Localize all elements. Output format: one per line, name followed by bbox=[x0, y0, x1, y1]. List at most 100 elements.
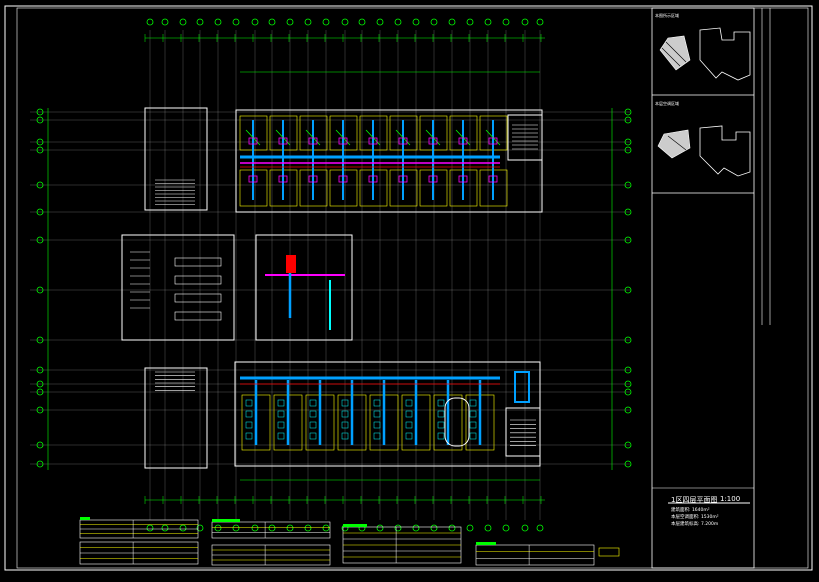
table-heading bbox=[476, 542, 496, 545]
north-stair-core bbox=[144, 107, 208, 211]
seat bbox=[405, 421, 413, 429]
axis-bubble bbox=[624, 236, 632, 244]
seat bbox=[437, 410, 445, 418]
axis-bubble bbox=[521, 18, 529, 26]
fan-coil bbox=[338, 137, 348, 145]
seat bbox=[469, 399, 477, 407]
axis-bubble bbox=[251, 524, 259, 532]
axis-bubble bbox=[624, 441, 632, 449]
fan-coil bbox=[308, 137, 318, 145]
axis-bubble bbox=[232, 18, 240, 26]
riser bbox=[514, 371, 530, 403]
axis-bubble bbox=[448, 524, 456, 532]
fan-coil bbox=[488, 137, 498, 145]
seat bbox=[245, 410, 253, 418]
axis-bubble bbox=[36, 441, 44, 449]
axis-bubble bbox=[304, 524, 312, 532]
conference-table bbox=[444, 397, 470, 447]
axis-bubble bbox=[624, 460, 632, 468]
diffuser bbox=[365, 129, 381, 146]
seat bbox=[373, 410, 381, 418]
axis-bubble bbox=[394, 18, 402, 26]
axis-bubble bbox=[161, 18, 169, 26]
axis-bubble bbox=[624, 380, 632, 388]
drawing-frame bbox=[4, 5, 813, 571]
seat bbox=[245, 399, 253, 407]
table-row bbox=[174, 257, 222, 267]
legend-table-3 bbox=[211, 521, 331, 539]
seat bbox=[309, 421, 317, 429]
table-heading bbox=[80, 517, 90, 520]
axis-bubble bbox=[624, 336, 632, 344]
fan-coil bbox=[458, 137, 468, 145]
axis-bubble bbox=[484, 524, 492, 532]
axis-bubble bbox=[146, 524, 154, 532]
seat bbox=[277, 421, 285, 429]
axis-bubble bbox=[430, 18, 438, 26]
seat bbox=[245, 421, 253, 429]
axis-bubble bbox=[36, 388, 44, 396]
key-plan-1 bbox=[659, 27, 751, 81]
seat bbox=[437, 432, 445, 440]
axis-bubble bbox=[624, 286, 632, 294]
diffuser bbox=[335, 129, 351, 146]
note-ac-area: 本层空调面积: 1530m² bbox=[671, 515, 719, 520]
axis-bubble bbox=[624, 388, 632, 396]
north-stair bbox=[507, 114, 543, 161]
axis-bubble bbox=[322, 524, 330, 532]
fan-coil bbox=[278, 175, 288, 183]
axis-bubble bbox=[624, 108, 632, 116]
axis-bubble bbox=[179, 524, 187, 532]
seat bbox=[309, 410, 317, 418]
axis-bubble bbox=[466, 18, 474, 26]
axis-bubble bbox=[36, 286, 44, 294]
seat bbox=[245, 432, 253, 440]
axis-bubble bbox=[536, 18, 544, 26]
axis-bubble bbox=[196, 18, 204, 26]
axis-bubble bbox=[412, 18, 420, 26]
seat bbox=[277, 399, 285, 407]
note-area: 建筑面积: 1640m² bbox=[671, 508, 710, 513]
central-block-left bbox=[121, 234, 235, 341]
table-row bbox=[174, 275, 222, 285]
axis-bubble bbox=[36, 380, 44, 388]
axis-bubble bbox=[36, 146, 44, 154]
axis-bubble bbox=[36, 108, 44, 116]
axis-bubble bbox=[624, 146, 632, 154]
axis-bubble bbox=[502, 18, 510, 26]
seat bbox=[373, 421, 381, 429]
seat bbox=[341, 410, 349, 418]
axis-bubble bbox=[448, 18, 456, 26]
fan-coil bbox=[428, 137, 438, 145]
seat bbox=[405, 399, 413, 407]
fan-coil bbox=[308, 175, 318, 183]
fan-coil bbox=[398, 175, 408, 183]
seat bbox=[341, 432, 349, 440]
seat bbox=[405, 410, 413, 418]
table-row bbox=[174, 293, 222, 303]
axis-bubble bbox=[36, 236, 44, 244]
seat bbox=[341, 399, 349, 407]
building-plan bbox=[121, 107, 543, 469]
axis-bubble bbox=[521, 524, 529, 532]
seat bbox=[373, 399, 381, 407]
seat bbox=[309, 432, 317, 440]
seat bbox=[373, 432, 381, 440]
drawing-scale: 1:100 bbox=[720, 495, 741, 503]
axis-bubble bbox=[624, 138, 632, 146]
axis-bubble bbox=[624, 366, 632, 374]
axis-bubble bbox=[341, 18, 349, 26]
north-wing-outline bbox=[235, 109, 543, 213]
axis-bubble bbox=[179, 18, 187, 26]
legend-tables bbox=[79, 517, 595, 566]
fan-coil bbox=[488, 175, 498, 183]
south-stair bbox=[505, 407, 541, 457]
axis-bubble bbox=[214, 18, 222, 26]
axis-bubble bbox=[268, 18, 276, 26]
table-heading bbox=[212, 519, 240, 522]
seat bbox=[469, 410, 477, 418]
axis-bubble bbox=[251, 18, 259, 26]
axis-bubble bbox=[286, 18, 294, 26]
